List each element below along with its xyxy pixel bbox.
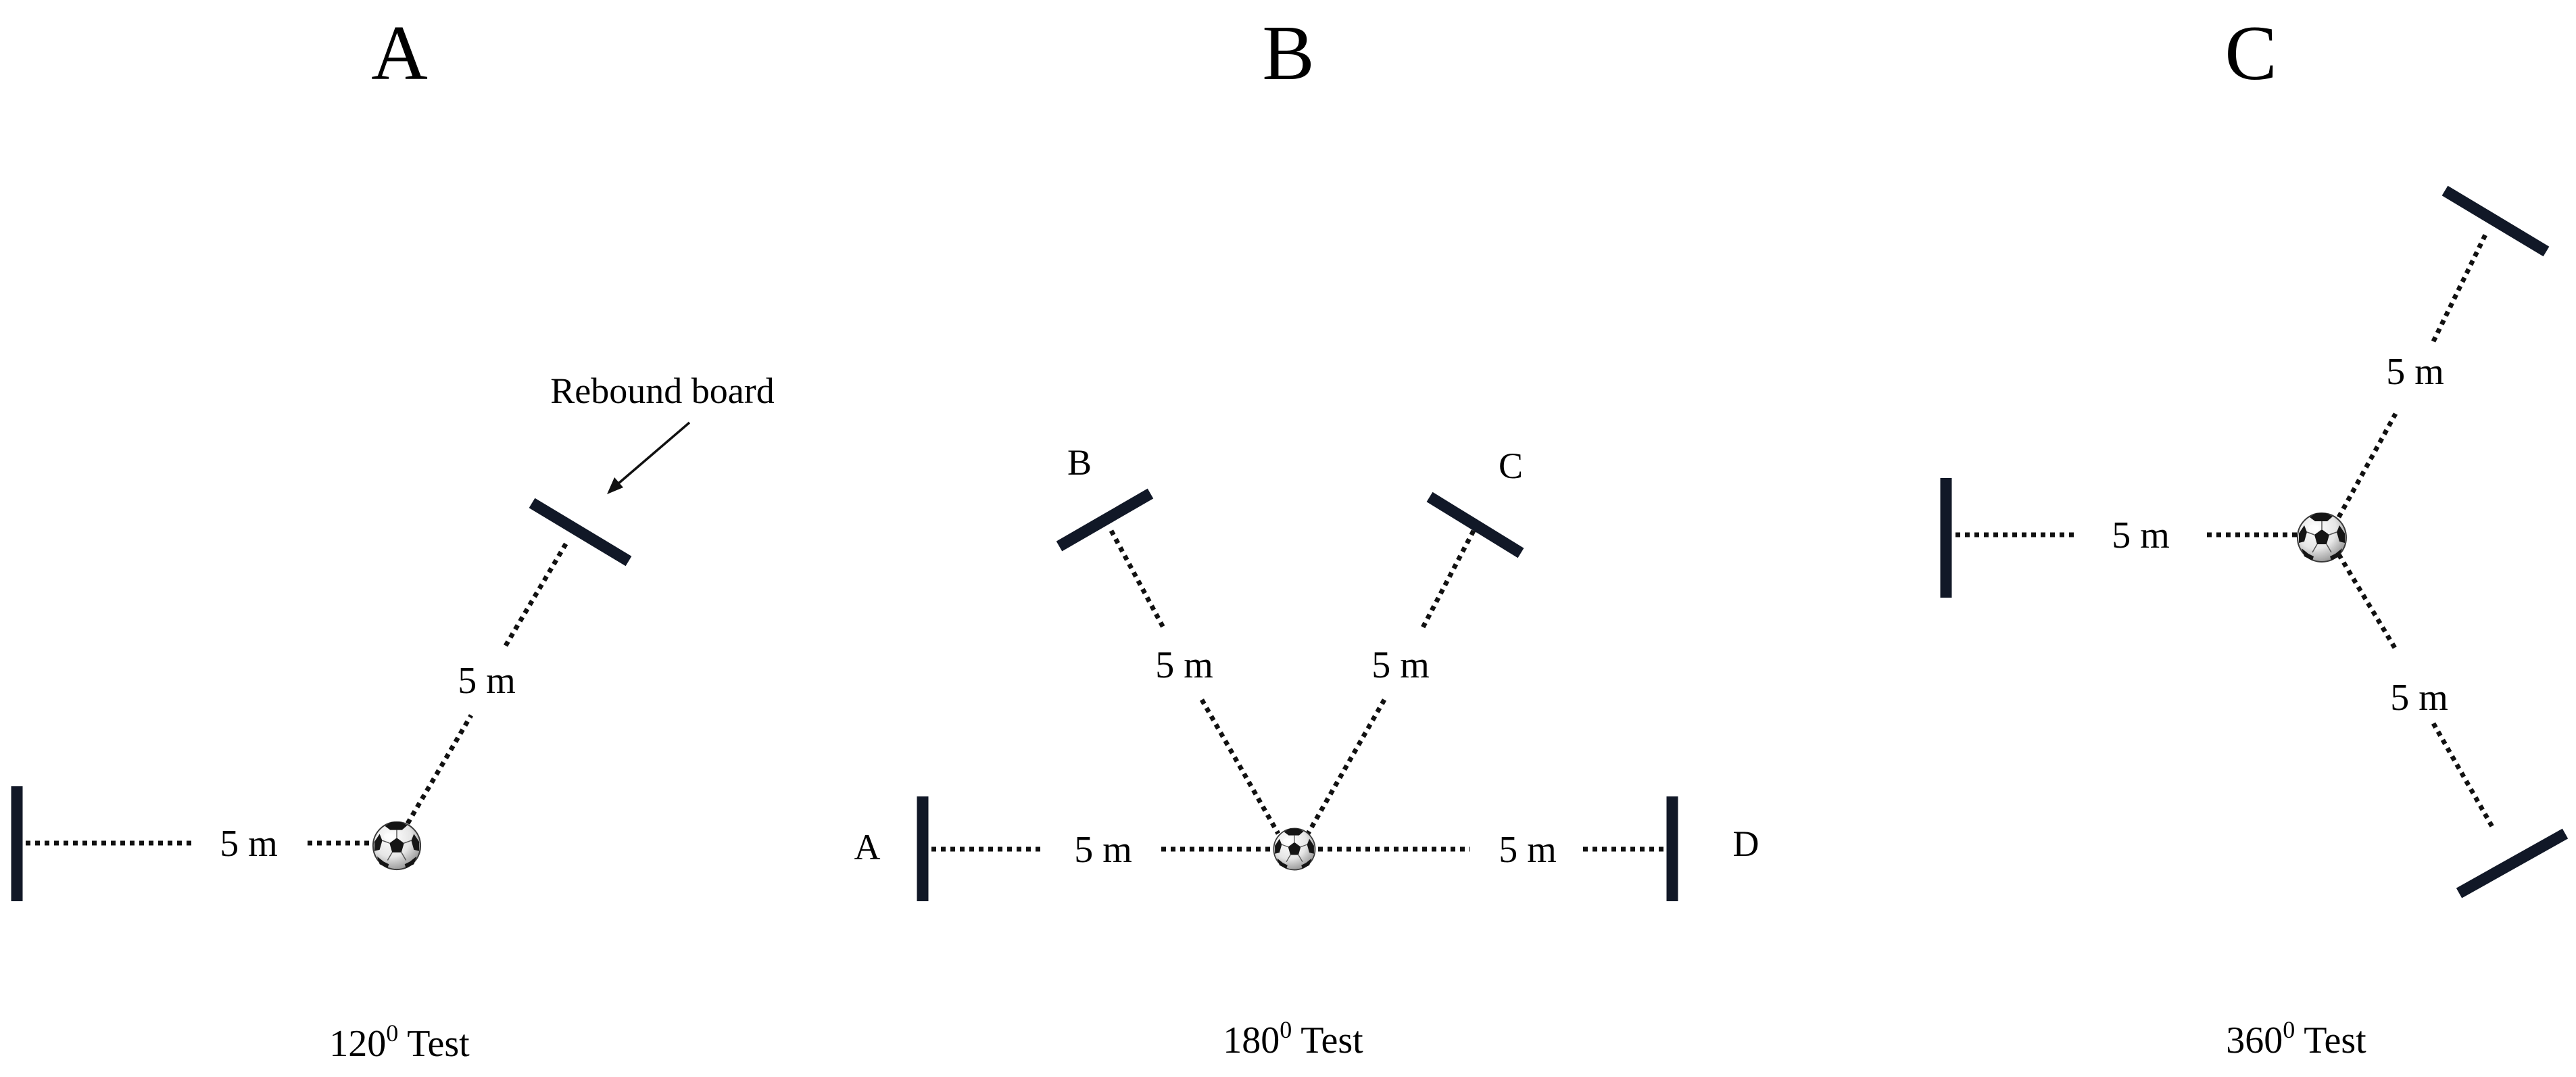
distance-line-diagonal-a <box>405 714 474 825</box>
distance-label-c: 5 m <box>1371 644 1430 686</box>
callout-arrow <box>617 421 691 485</box>
panel-c: C 5 m 5 m 5 m 3600 Test <box>1940 10 2569 1061</box>
distance-line-to-b-1 <box>1109 529 1167 630</box>
distance-label-left: 5 m <box>2112 514 2170 556</box>
point-label-b: B <box>1067 442 1092 483</box>
point-label-c: C <box>1499 446 1523 486</box>
point-label-a: A <box>854 827 881 867</box>
rebound-board-c <box>1426 492 1524 558</box>
rebound-board-diagonal <box>529 498 632 567</box>
distance-label-diagonal: 5 m <box>458 660 516 702</box>
distance-label-b: 5 m <box>1155 644 1213 686</box>
panel-b-caption: 1800 Test <box>1223 1016 1363 1061</box>
callout-arrowhead <box>607 477 623 494</box>
distance-label-a: 5 m <box>1074 829 1132 871</box>
distance-line-diagonal-b <box>503 542 569 647</box>
panel-b-letter: B <box>1262 10 1314 97</box>
panel-a-letter: A <box>371 10 428 97</box>
point-label-d: D <box>1733 823 1759 864</box>
distance-line-upper-2 <box>2431 232 2489 343</box>
panel-c-caption: 3600 Test <box>2226 1016 2366 1061</box>
rebound-board-callout: Rebound board <box>550 370 774 411</box>
distance-line-lower-1 <box>2336 553 2398 650</box>
distance-line-upper-1 <box>2336 412 2398 519</box>
distance-line-to-b-2 <box>1199 698 1281 835</box>
distance-line-to-c-2 <box>1305 698 1387 835</box>
panel-a: A 5 m 5 m Rebound board 1200 Test <box>11 10 775 1065</box>
distance-label-lower: 5 m <box>2390 677 2448 719</box>
distance-line-lower-2 <box>2431 722 2497 832</box>
distance-label-left: 5 m <box>220 823 278 865</box>
distance-label-d: 5 m <box>1499 829 1557 871</box>
soccer-ball-icon <box>1273 828 1316 871</box>
rebound-board-upper <box>2441 185 2550 257</box>
distance-label-upper: 5 m <box>2386 351 2444 393</box>
panel-c-letter: C <box>2225 10 2277 97</box>
soccer-ball-icon <box>2297 512 2347 563</box>
rebound-board-lower <box>2456 828 2569 899</box>
distance-line-to-c-1 <box>1419 529 1476 630</box>
panel-a-caption: 1200 Test <box>329 1020 470 1065</box>
rebound-board-b <box>1056 488 1154 552</box>
panel-b: B A D 5 m 5 m 5 m 5 m B C 1800 Test <box>854 10 1759 1061</box>
soccer-ball-icon <box>372 821 422 871</box>
